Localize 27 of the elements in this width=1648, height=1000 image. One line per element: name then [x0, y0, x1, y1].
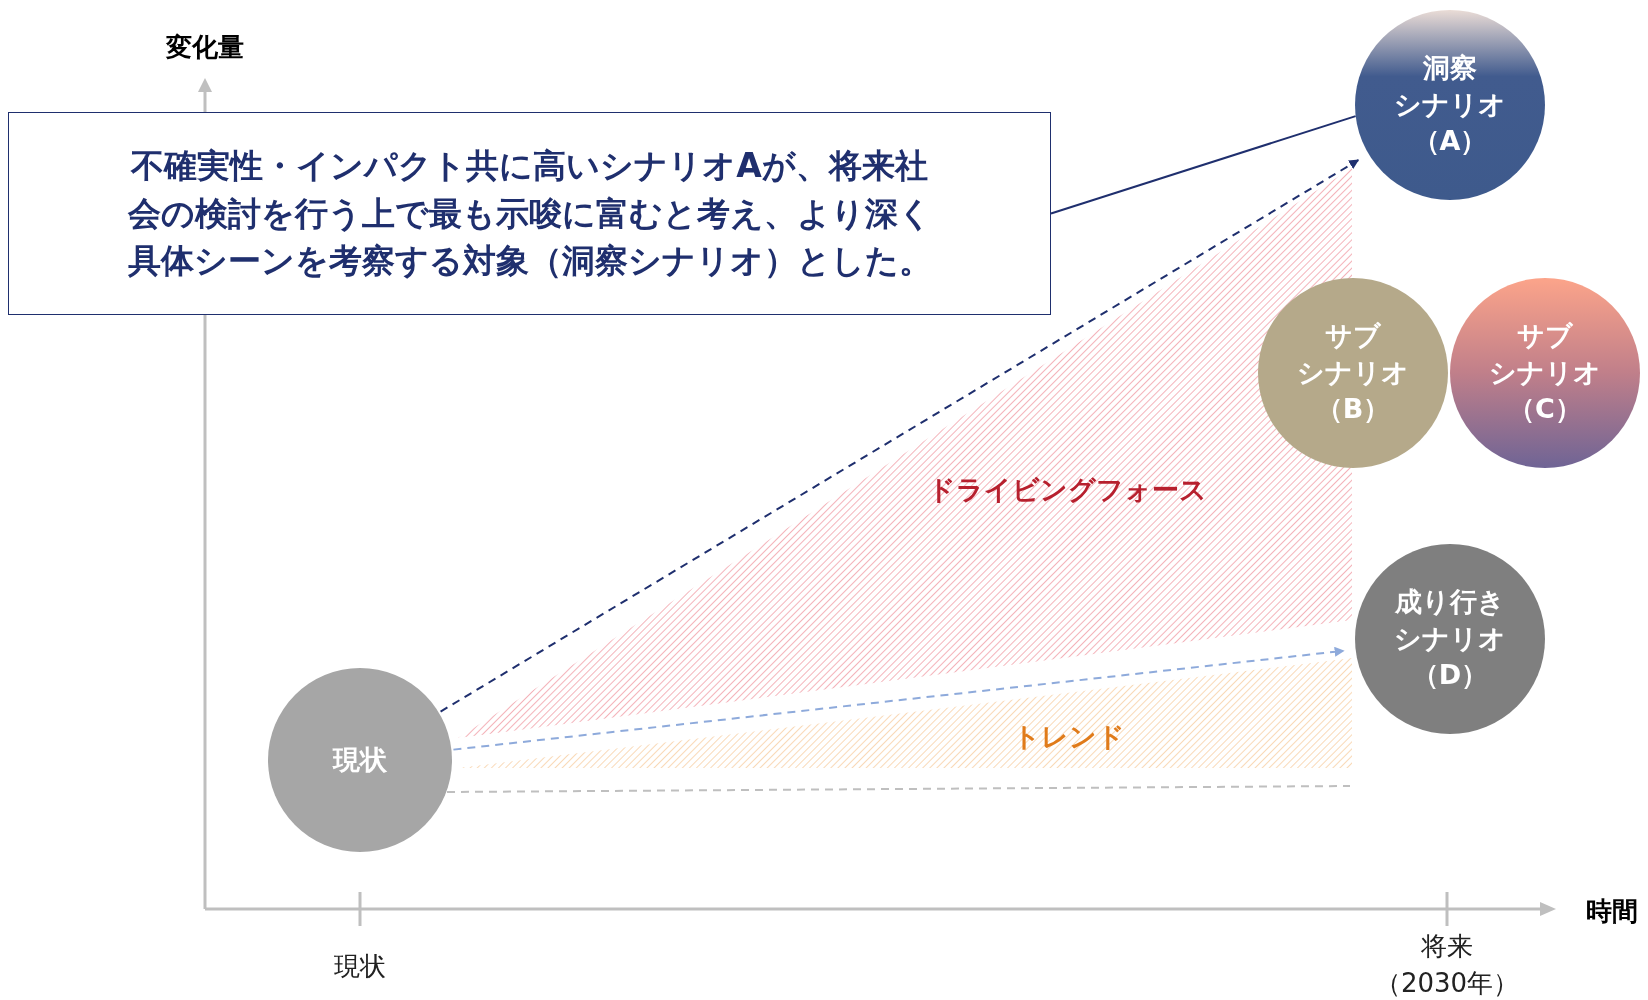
circle-label: （D）: [1411, 658, 1489, 693]
circle-label: シナリオ: [1394, 621, 1506, 656]
tick-label: 現状: [334, 949, 386, 983]
circle-label: サブ: [1517, 319, 1573, 354]
scenario-circle: [1355, 10, 1545, 200]
area-label: トレンド: [1013, 720, 1125, 754]
dashed-line: [446, 785, 1351, 793]
circle-label: サブ: [1325, 319, 1381, 354]
leader-line: [1050, 115, 1357, 215]
tick-label: 将来: [1421, 929, 1473, 963]
circle-label: （A）: [1412, 124, 1488, 159]
callout-box: [8, 112, 1051, 315]
dashed-arrow: [452, 646, 1345, 751]
circle-label: シナリオ: [1394, 87, 1506, 122]
circle-label: 成り行き: [1395, 585, 1505, 620]
callout-text: 不確実性・インパクト共に高いシナリオAが、将来社会の検討を行う上で最も示唆に富むと考え、より深く具体シーンを考察する対象（洞察シナリオ）とした。: [126, 144, 933, 283]
axis-title: 変化量: [166, 30, 244, 64]
scenario-circle: [1450, 278, 1640, 468]
circle-label: シナリオ: [1297, 355, 1409, 390]
axis-title: 時間: [1586, 894, 1638, 928]
tick-label: （2030年）: [1374, 966, 1520, 1000]
circle-label: シナリオ: [1489, 355, 1601, 390]
area-label: ドライビングフォース: [927, 473, 1207, 507]
circle-label: 現状: [333, 742, 387, 777]
circle-label: （B）: [1315, 392, 1391, 427]
circle-label: 洞察: [1423, 51, 1477, 86]
circle-label: （C）: [1508, 392, 1582, 427]
